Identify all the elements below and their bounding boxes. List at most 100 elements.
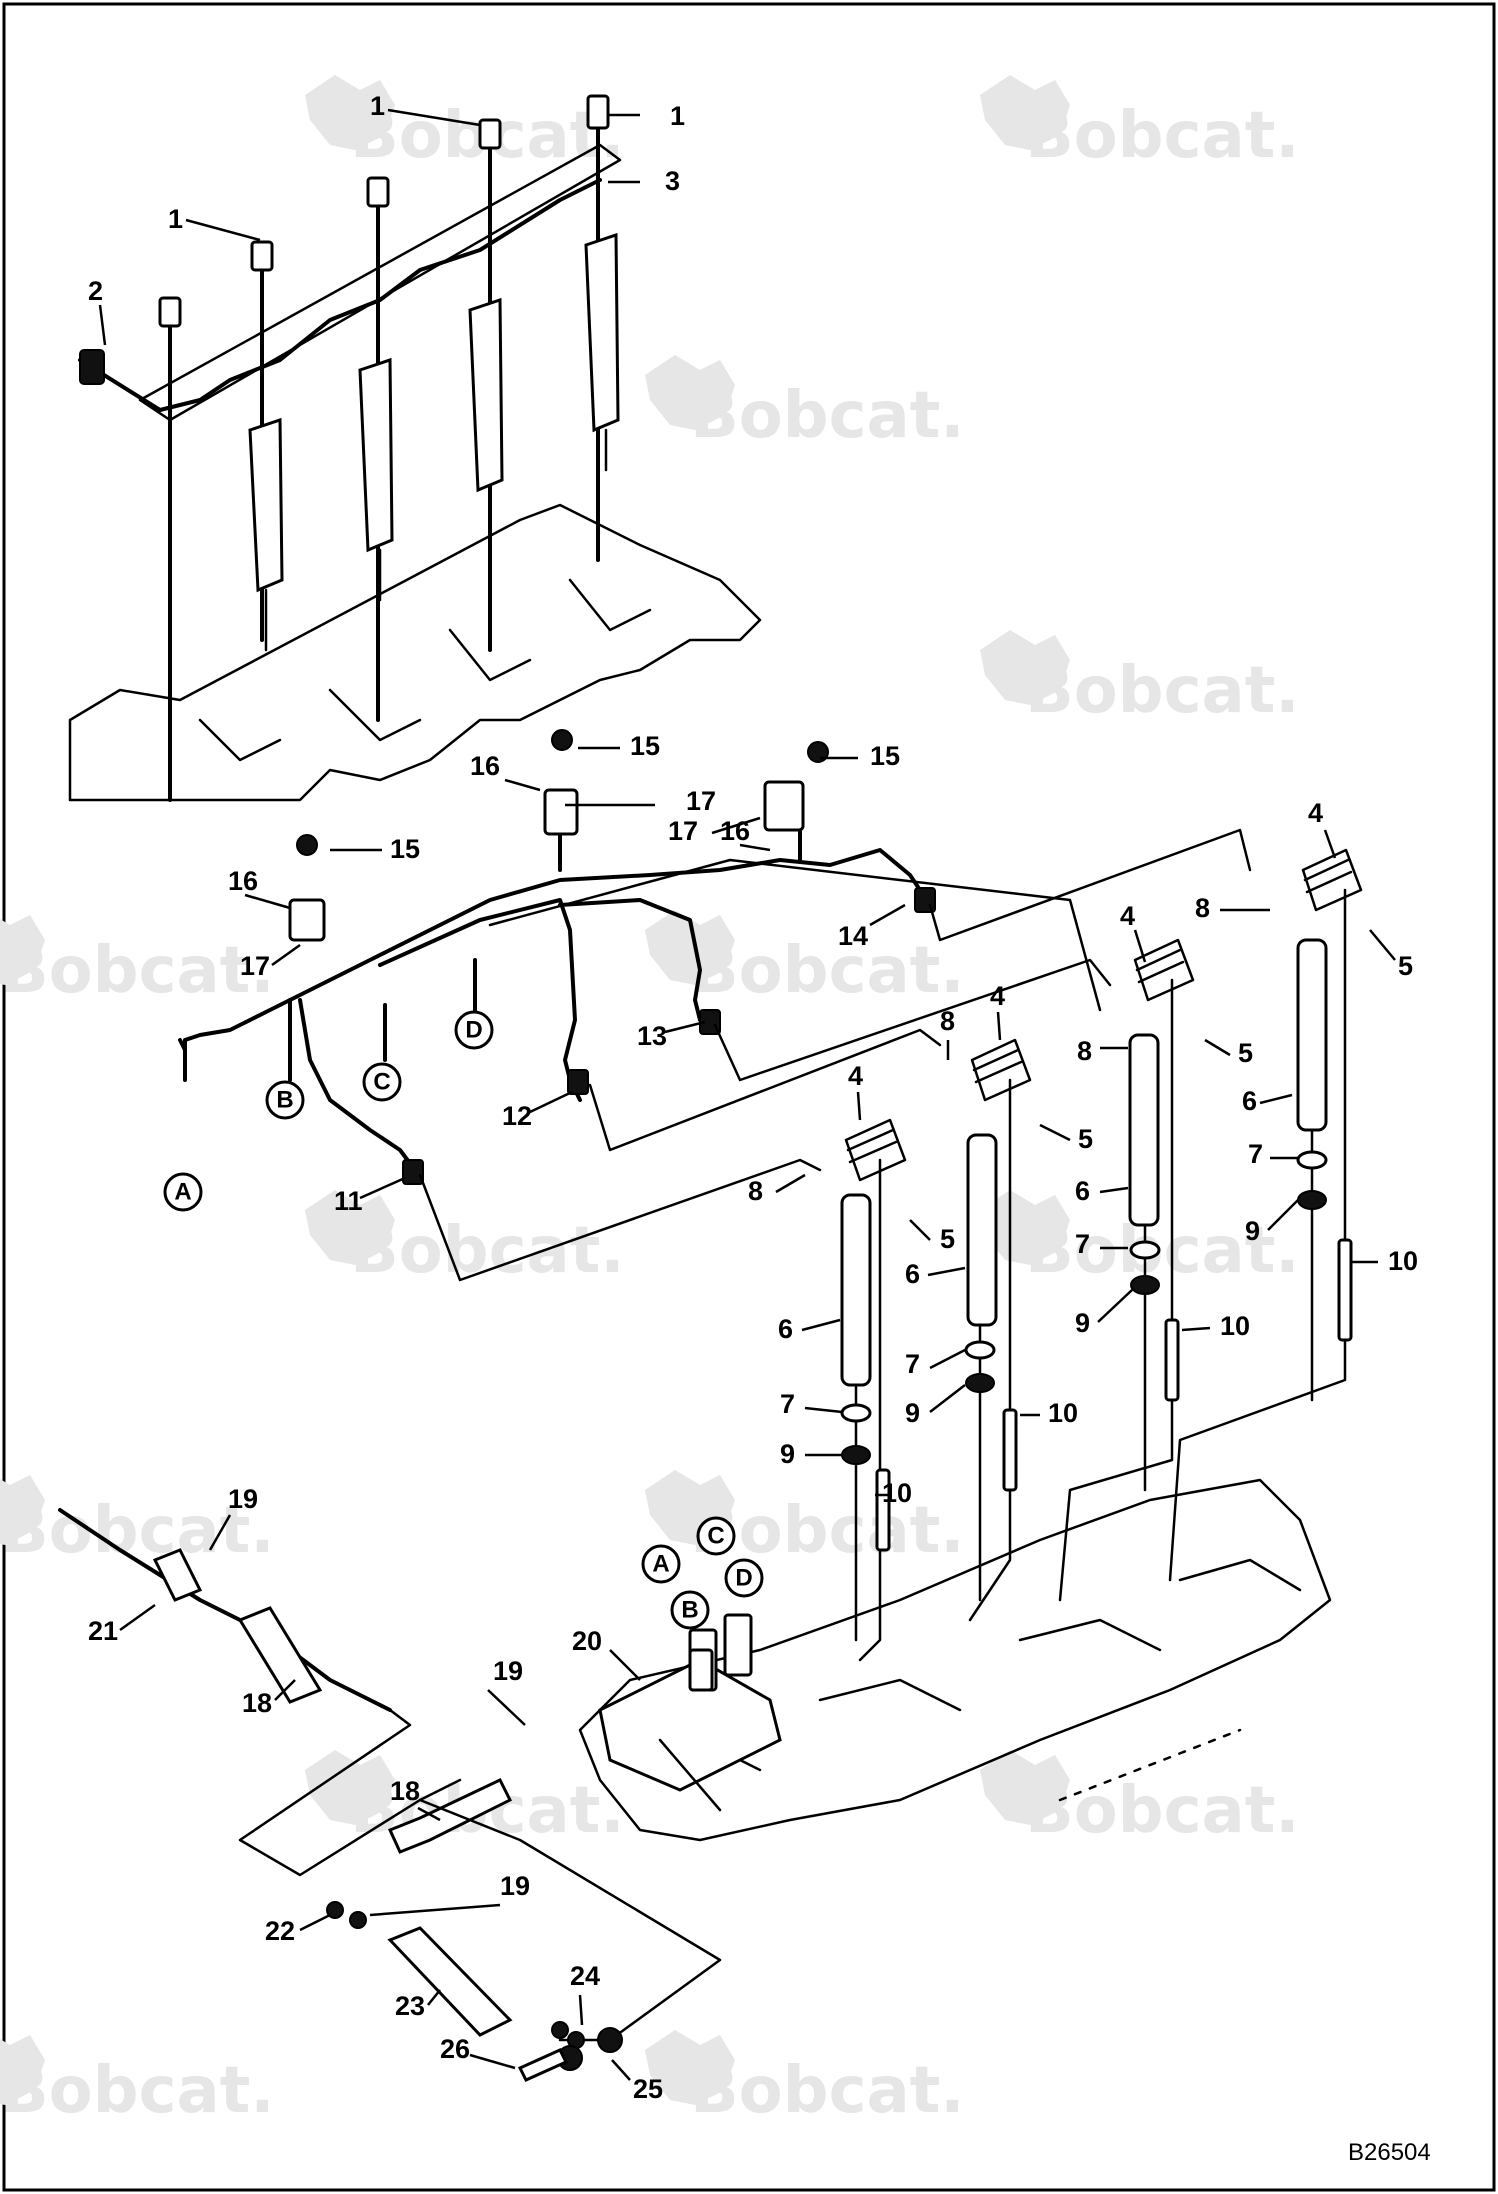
figure-id: B26504 [1348,2139,1431,2166]
callout: 12 [502,1090,573,1131]
callout: 18 [390,1776,441,1822]
callout: 10 [875,1478,912,1508]
connector-circle: A [163,1172,203,1212]
callout-number: 10 [1388,1246,1418,1276]
watermark: Bobcat. [645,1470,965,1568]
callout: 9 [1075,1289,1133,1338]
callout: 5 [909,1219,955,1254]
bobcat-logo-icon [980,1190,1070,1265]
callout: 7 [1075,1229,1128,1259]
callout-number: 9 [780,1439,795,1469]
callout: 26 [440,2034,516,2070]
callout-number: 19 [500,1871,530,1901]
callout: 10 [1181,1311,1250,1341]
callout-number: 26 [440,2034,470,2064]
callout: 4 [1120,901,1147,963]
callout-number: 4 [1120,901,1135,931]
callout-number: 6 [905,1259,920,1289]
callout: 25 [611,2059,663,2104]
callout-number: 19 [493,1656,523,1686]
callout-number: 21 [88,1616,118,1646]
callout-number: 16 [228,866,258,896]
callout: 4 [848,1061,863,1121]
connector-label: A [174,1179,191,1206]
watermark-text: Bobcat. [690,379,965,453]
callout: 3 [608,166,680,196]
callout-number: 19 [228,1484,258,1514]
callout-number: 10 [1048,1398,1078,1428]
callout-number: 4 [1308,798,1323,828]
callout: 1 [608,101,685,131]
callout-number: 5 [1078,1124,1093,1154]
callout: 16 [228,866,291,910]
watermark-text: Bobcat. [690,1494,965,1568]
connector-label: C [373,1069,390,1096]
watermark-text: Bobcat. [0,1494,275,1568]
callout-number: 6 [1075,1176,1090,1206]
callout: 8 [1077,1036,1128,1066]
callout-number: 9 [905,1398,920,1428]
callout-number: 24 [570,1961,600,1991]
bobcat-logo-icon [980,75,1070,150]
bobcat-logo-icon [0,2035,45,2105]
callout-number: 9 [1245,1216,1260,1246]
callout-number: 2 [88,276,103,306]
watermark: Bobcat. [980,630,1300,728]
callout-number: 9 [1075,1308,1090,1338]
watermark: Bobcat. [305,1190,625,1288]
connector-circle: C [362,1062,402,1102]
callout: 5 [1204,1038,1253,1068]
callout: 20 [572,1626,641,1681]
callout: 8 [1195,893,1270,923]
callout: 8 [940,1006,955,1060]
callout: 6 [905,1259,966,1289]
callout-number: 14 [838,921,868,951]
watermark-text: Bobcat. [690,2054,965,2128]
connector-label: B [681,1597,698,1624]
callout-number: 16 [470,751,500,781]
watermark: Bobcat. [980,1190,1300,1288]
harness-assembly [178,729,1252,1282]
callout-number: 8 [1195,893,1210,923]
callout-number: 6 [1242,1086,1257,1116]
callout-number: 7 [1248,1139,1263,1169]
fuel-line-assembly [58,1508,782,2082]
watermark: Bobcat. [645,355,965,453]
connector-label: B [276,1087,293,1114]
callout-number: 15 [870,741,900,771]
callout: 21 [88,1603,156,1646]
callout: 4 [990,981,1005,1041]
callout-number: 6 [778,1314,793,1344]
callout: 10 [1020,1398,1078,1428]
callout: 14 [838,903,906,951]
callout: 7 [1248,1139,1298,1169]
callout-number: 15 [390,834,420,864]
callout: 9 [780,1439,842,1469]
callout-number: 17 [686,786,716,816]
connector-circle: B [265,1080,305,1120]
callout-number: 1 [168,204,183,234]
callout-number: 11 [334,1186,363,1216]
upper-assembly [68,94,762,802]
bobcat-logo-icon [305,1750,395,1825]
callout-number: 8 [748,1176,763,1206]
watermark: Bobcat. [0,915,275,1008]
callout: 24 [570,1961,600,2026]
bobcat-logo-icon [980,1750,1070,1825]
callout-number: 8 [940,1006,955,1036]
watermark-text: Bobcat. [1025,99,1300,173]
watermark-text: Bobcat. [1025,1774,1300,1848]
callout: 1 [370,91,481,127]
callout-number: 8 [1077,1036,1092,1066]
bobcat-logo-icon [305,75,395,150]
callout-number: 17 [668,816,698,846]
callout: 19 [487,1656,526,1726]
callout-number: 5 [1398,951,1413,981]
callout-number: 23 [395,1991,425,2021]
watermark-text: Bobcat. [690,934,965,1008]
callout-number: 16 [720,816,750,846]
callout: 6 [1075,1176,1129,1206]
callout: 17 [668,816,761,846]
callout: 5 [1369,929,1413,981]
